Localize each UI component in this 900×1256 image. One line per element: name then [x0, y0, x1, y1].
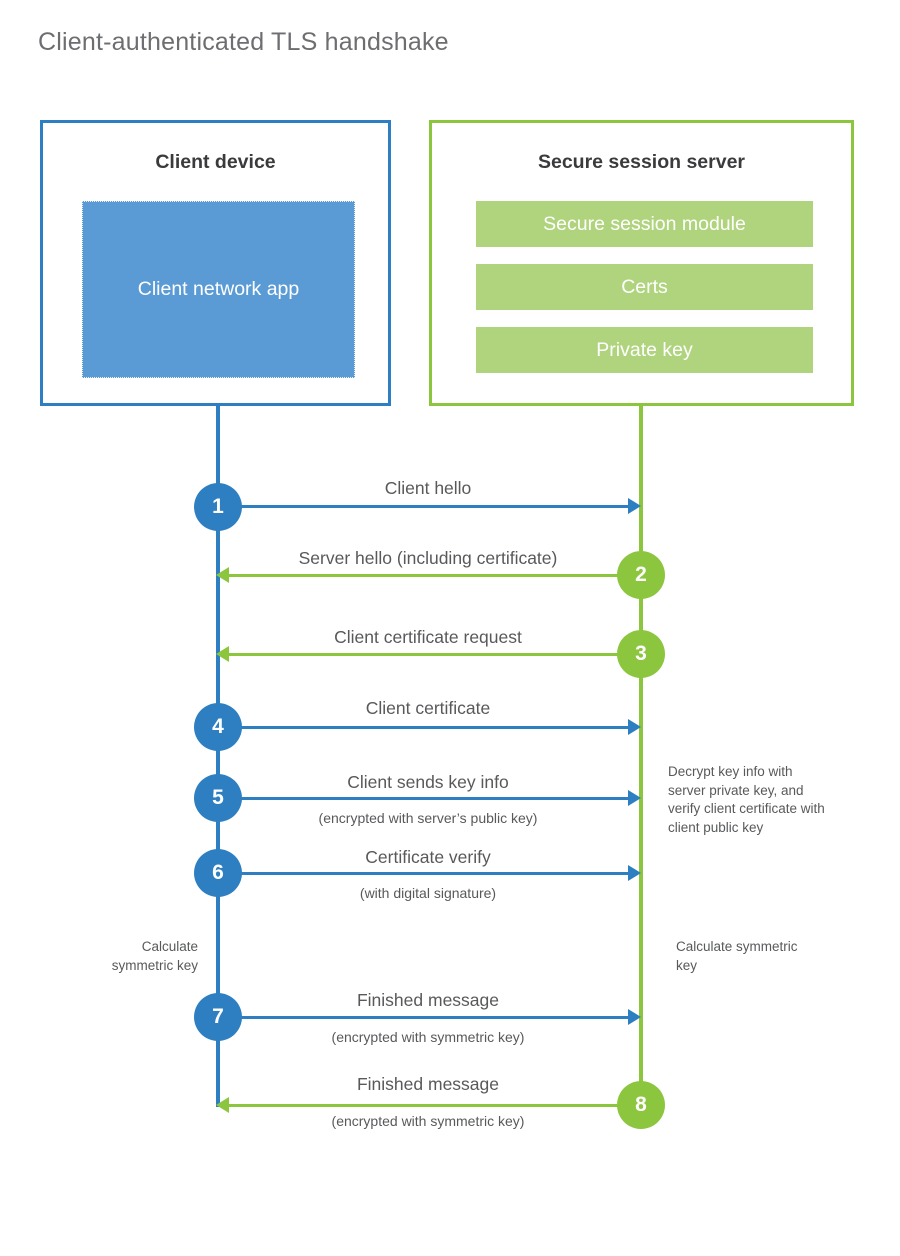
server-component-secure-session-module: Secure session module	[476, 201, 813, 247]
step-7-label: Finished message	[356, 990, 500, 1010]
step-8-arrow-head-icon	[216, 1097, 229, 1113]
step-4-label: Client certificate	[365, 698, 491, 718]
client-device-title: Client device	[155, 151, 276, 173]
step-8-arrow-line	[229, 1104, 641, 1107]
step-5-label: Client sends key info	[347, 772, 509, 792]
client-calculate-symmetric-key-note: Calculate symmetric key	[111, 939, 198, 973]
step-4-badge: 4	[194, 703, 242, 751]
step-6-label: Certificate verify	[365, 847, 491, 867]
step-2-arrow-head-icon	[216, 567, 229, 583]
step-6-badge: 6	[194, 849, 242, 897]
server-lifeline	[639, 406, 643, 1107]
step-8-label: Finished message	[356, 1074, 500, 1094]
client-device-box: Client device Client network app	[40, 120, 391, 406]
step-4-arrow-line	[218, 726, 628, 729]
server-calculate-symmetric-key-note: Calculate symmetric key	[676, 939, 798, 973]
step-7-arrow-head-icon	[628, 1009, 641, 1025]
step-5-badge: 5	[194, 774, 242, 822]
secure-session-server-title: Secure session server	[537, 151, 746, 173]
step-5-arrow-head-icon	[628, 790, 641, 806]
step-1-label: Client hello	[384, 478, 472, 498]
step-5-arrow-line	[218, 797, 628, 800]
step-7-arrow-line	[218, 1016, 628, 1019]
step-6-arrow-line	[218, 872, 628, 875]
step-1-arrow-head-icon	[628, 498, 641, 514]
step-1-arrow-line	[218, 505, 628, 508]
server-component-private-key: Private key	[476, 327, 813, 373]
step-7-badge: 7	[194, 993, 242, 1041]
step-3-label: Client certificate request	[334, 627, 522, 647]
secure-session-server-box: Secure session server Secure session mod…	[429, 120, 854, 406]
step-1-badge: 1	[194, 483, 242, 531]
client-network-app-block: Client network app	[82, 201, 355, 378]
step-6-arrow-head-icon	[628, 865, 641, 881]
step-7-sublabel: (encrypted with symmetric key)	[331, 1029, 525, 1045]
step-3-arrow-line	[229, 653, 641, 656]
step-3-badge: 3	[617, 630, 665, 678]
client-lifeline	[216, 406, 220, 1107]
step-4-arrow-head-icon	[628, 719, 641, 735]
step-5-sublabel: (encrypted with server’s public key)	[318, 810, 538, 826]
step-8-sublabel: (encrypted with symmetric key)	[331, 1113, 525, 1129]
step-8-badge: 8	[617, 1081, 665, 1129]
step-6-sublabel: (with digital signature)	[359, 885, 497, 901]
server-decrypt-note: Decrypt key info with server private key…	[668, 764, 825, 835]
step-2-badge: 2	[617, 551, 665, 599]
step-3-arrow-head-icon	[216, 646, 229, 662]
step-2-arrow-line	[229, 574, 641, 577]
step-2-label: Server hello (including certificate)	[298, 548, 558, 568]
page-title: Client-authenticated TLS handshake	[38, 28, 449, 56]
server-component-certs: Certs	[476, 264, 813, 310]
